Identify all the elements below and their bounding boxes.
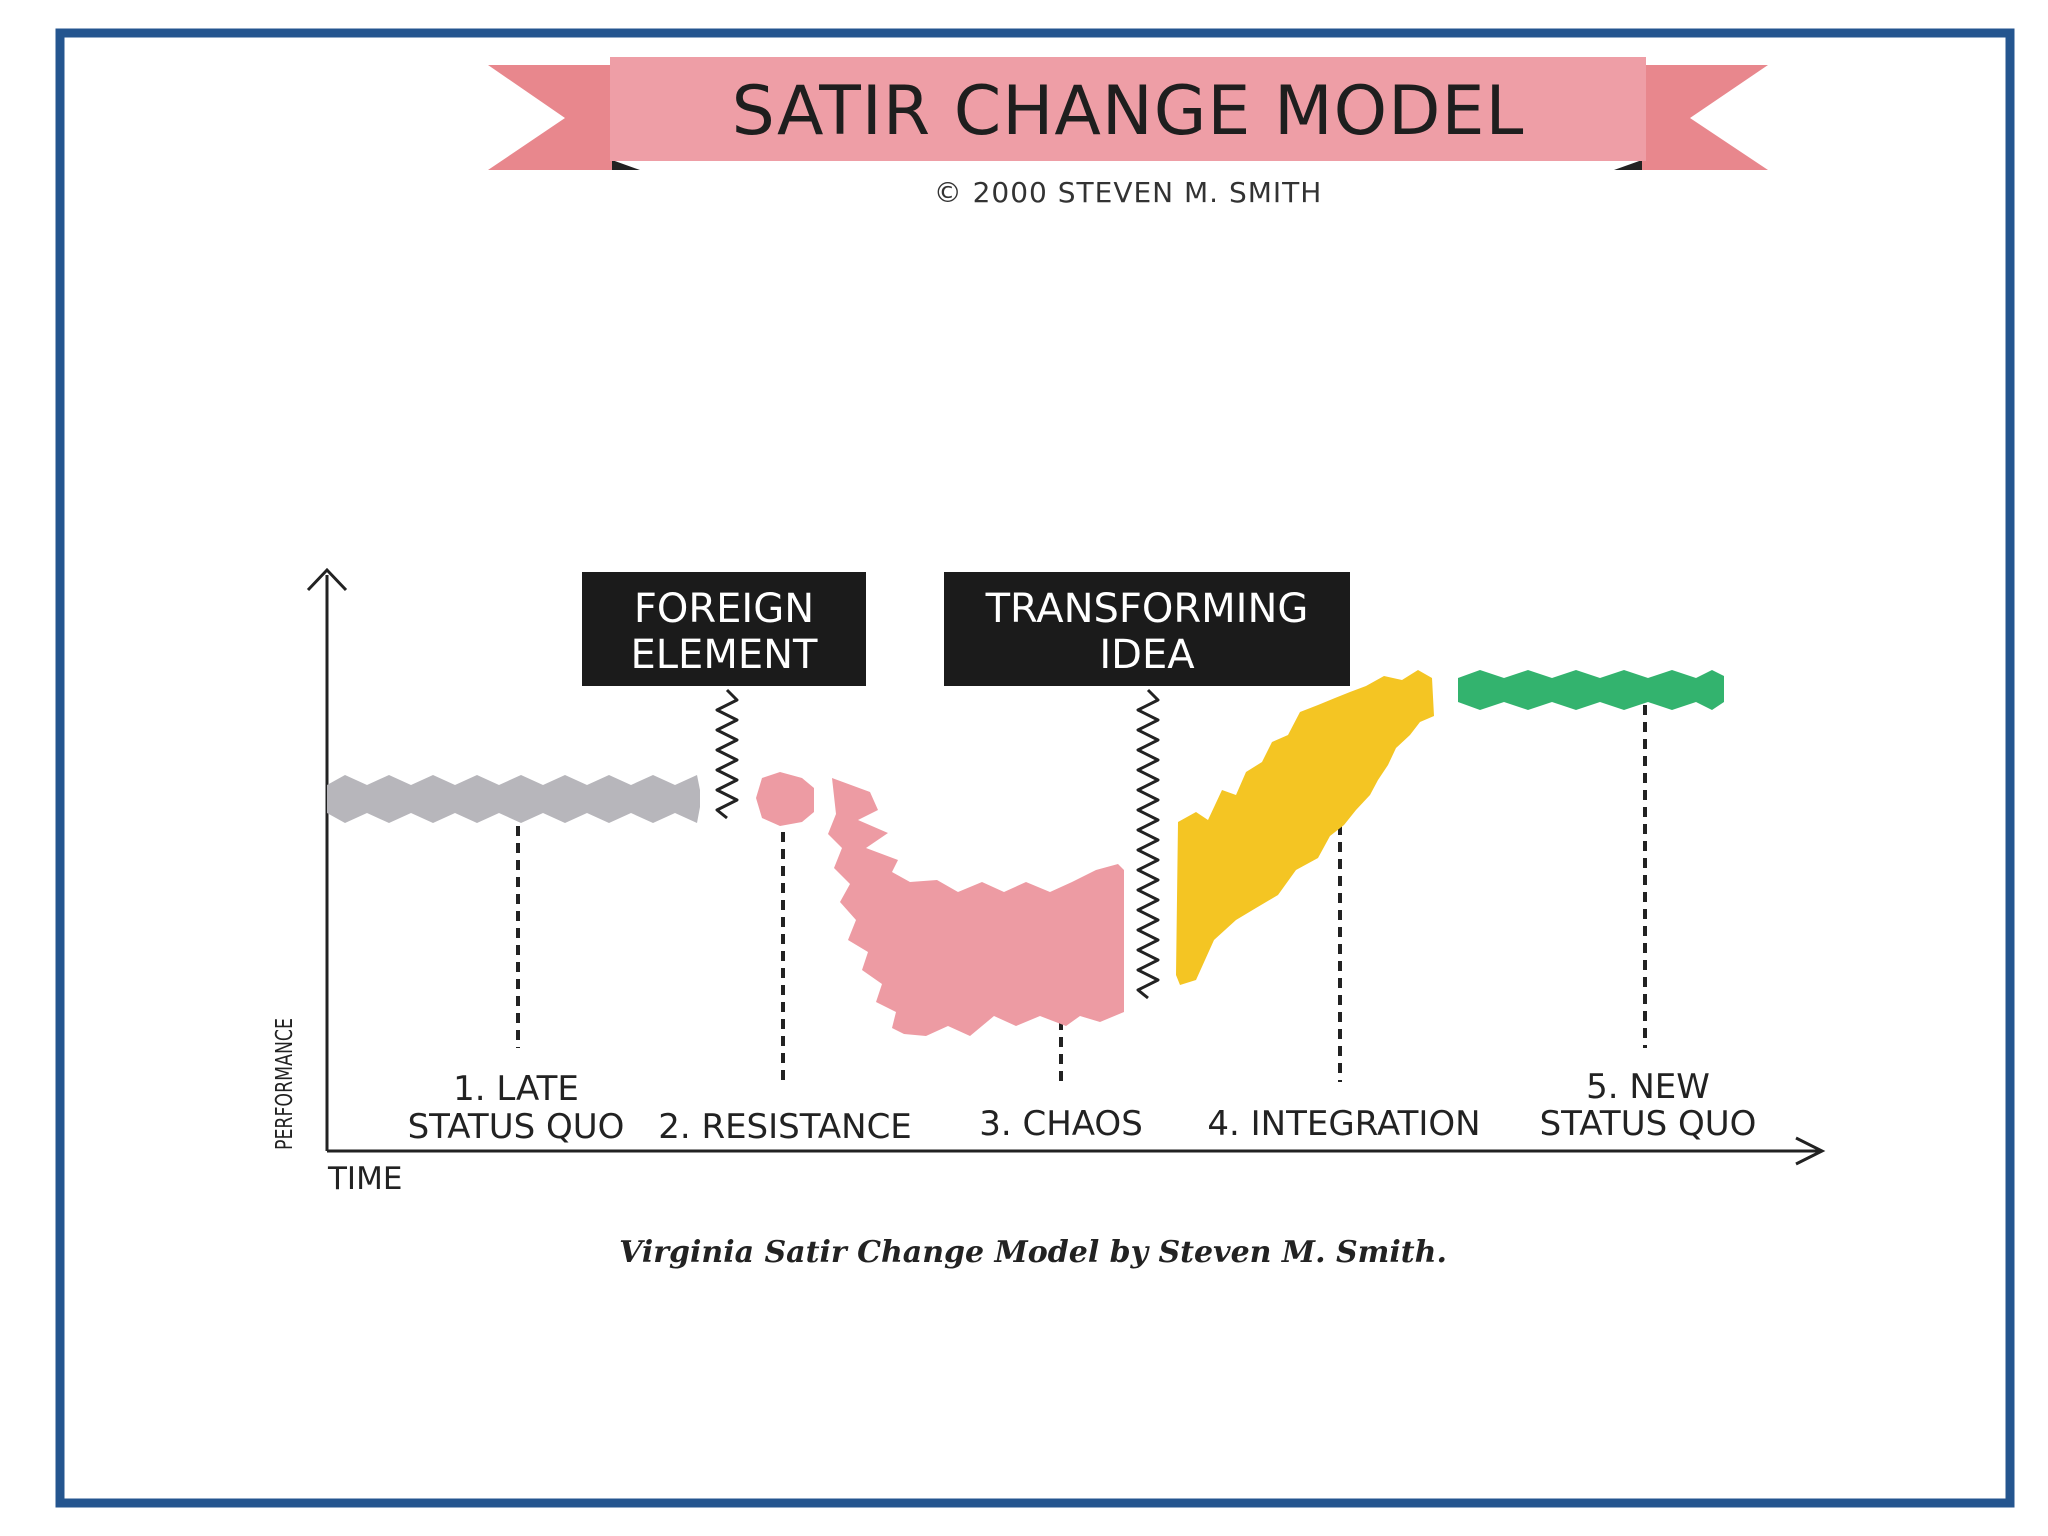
figure-caption: Virginia Satir Change Model by Steven M.…: [619, 1235, 1447, 1270]
frame-border: [55, 28, 2015, 1508]
callout-foreign-element: FOREIGN ELEMENT: [582, 572, 866, 686]
transforming-idea-zigzag: [1136, 688, 1160, 1000]
banner-fold-right: [1614, 160, 1642, 170]
callout-transforming-idea-line2: IDEA: [1099, 632, 1195, 678]
y-axis-label: PERFORMANCE: [272, 1018, 298, 1150]
axes: [306, 567, 1826, 1166]
callout-foreign-element-box: [582, 572, 866, 686]
callout-transforming-idea: TRANSFORMING IDEA: [944, 572, 1350, 686]
banner-tail-left: [488, 65, 612, 170]
stage-labels: 1. LATE STATUS QUO 2. RESISTANCE 3. CHAO…: [408, 1067, 1757, 1147]
y-axis-arrow-icon: [306, 567, 348, 592]
x-axis-arrow-icon: [1795, 1136, 1826, 1166]
stage-label-integration: 4. INTEGRATION: [1207, 1104, 1480, 1144]
banner-tail-right: [1642, 65, 1768, 170]
callout-foreign-element-line1: FOREIGN: [634, 586, 814, 632]
copyright-text: © 2000 STEVEN M. SMITH: [934, 176, 1323, 209]
banner-fold-left: [612, 160, 640, 170]
x-axis-label: TIME: [327, 1161, 402, 1197]
title-banner: SATIR CHANGE MODEL: [488, 57, 1768, 170]
page-title: SATIR CHANGE MODEL: [732, 72, 1525, 151]
callout-foreign-element-line2: ELEMENT: [631, 632, 819, 678]
foreign-element-zigzag: [715, 688, 739, 820]
integration-shape: [1176, 670, 1434, 985]
callout-transforming-idea-box: [944, 572, 1350, 686]
new-status-quo-band: [1458, 670, 1724, 710]
stage-label-new-status-quo-line1: 5. NEW: [1586, 1067, 1710, 1107]
stage-label-chaos: 3. CHAOS: [979, 1104, 1143, 1144]
stage-guides: [516, 705, 1647, 1082]
stage-label-late-status-quo-line1: 1. LATE: [453, 1069, 579, 1109]
stage-label-resistance: 2. RESISTANCE: [658, 1107, 912, 1147]
chaos-shape: [828, 778, 1124, 1036]
callout-transforming-idea-line1: TRANSFORMING: [985, 586, 1309, 632]
late-status-quo-band: [327, 775, 700, 823]
resistance-blob: [756, 772, 814, 826]
stage-label-late-status-quo-line2: STATUS QUO: [408, 1107, 625, 1147]
stage-label-new-status-quo-line2: STATUS QUO: [1540, 1104, 1757, 1144]
banner-body: [610, 57, 1646, 161]
